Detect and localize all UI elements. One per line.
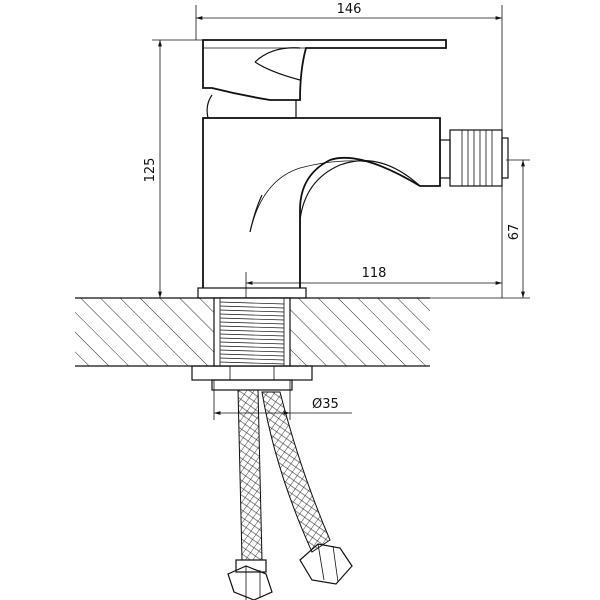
hose-nut-left xyxy=(227,565,273,600)
thread-line xyxy=(219,313,285,317)
thread-line xyxy=(219,325,285,329)
thread-line xyxy=(219,333,285,337)
thread-line xyxy=(219,341,285,345)
lever-handle xyxy=(202,39,447,101)
lever-neck xyxy=(206,94,297,119)
thread-line xyxy=(219,301,285,305)
aerator-nozzle xyxy=(439,129,509,187)
thread-line xyxy=(219,357,285,361)
dimension-label-overall-width: 146 xyxy=(337,2,362,17)
thread-line xyxy=(219,329,285,333)
dimension-spout-height: 67 xyxy=(430,159,530,299)
thread-line xyxy=(219,321,285,325)
dimension-hole-diameter: Ø35 xyxy=(213,380,352,420)
lock-nut xyxy=(191,365,313,391)
thread-line xyxy=(219,337,285,341)
thread-line xyxy=(219,309,285,313)
thread-line xyxy=(219,305,285,309)
countertop xyxy=(75,297,430,367)
dimension-label-overall-height: 125 xyxy=(143,158,158,183)
dimension-overall-width: 146 xyxy=(195,2,503,130)
dimension-label-spout-height: 67 xyxy=(507,224,522,241)
thread-line xyxy=(219,361,285,365)
dimension-overall-height: 125 xyxy=(143,39,203,299)
flex-hose-right xyxy=(261,391,331,553)
base-ring xyxy=(197,287,307,299)
dimension-spout-reach: 118 xyxy=(245,186,503,298)
hose-nut-right xyxy=(299,543,353,585)
thread-line xyxy=(219,349,285,353)
faucet-body xyxy=(202,117,441,288)
thread-line xyxy=(219,353,285,357)
thread-line xyxy=(219,345,285,349)
dimension-label-hole-diameter: Ø35 xyxy=(312,397,339,412)
dimension-label-spout-reach: 118 xyxy=(362,266,387,281)
flex-hose-left xyxy=(235,389,267,573)
thread-line xyxy=(219,317,285,321)
